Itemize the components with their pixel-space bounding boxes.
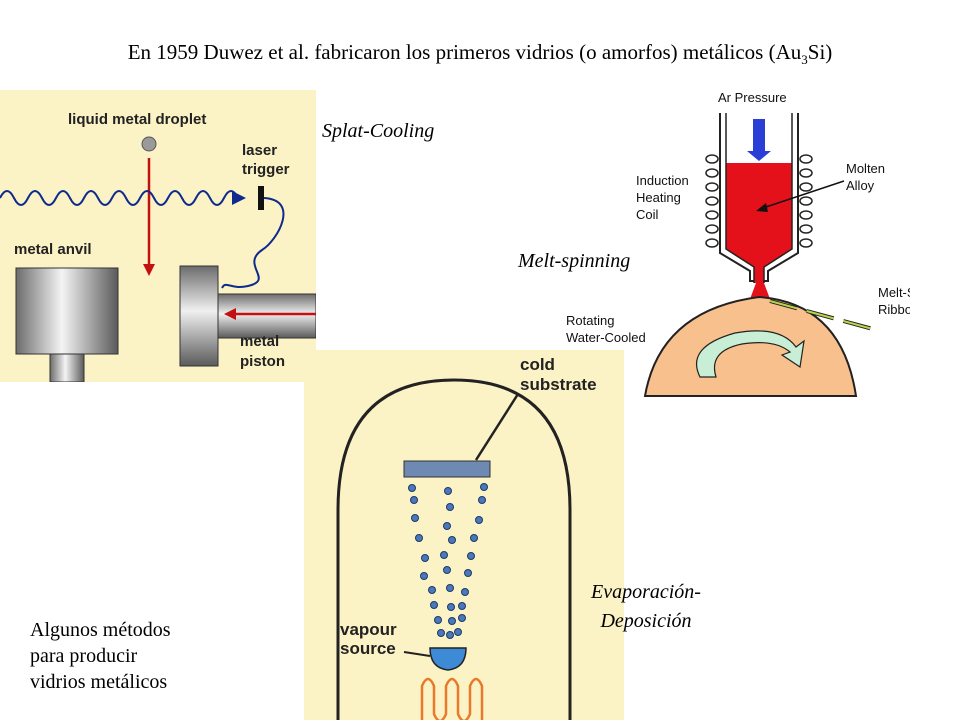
ar-arrow-shaft [753,119,765,153]
rotation-arrow [695,330,805,378]
ribbon-label-1: Melt-Spun [878,285,910,300]
caption-splat-cooling: Splat-Cooling [322,120,435,142]
ar-pressure-label: Ar Pressure [718,90,787,105]
piston-arrowhead [224,308,236,320]
splat-cooling-diagram: liquid metal droplet laser trigger metal… [0,90,316,382]
laser-trigger-icon [258,186,264,210]
evaporation-deposition-diagram: cold substrate vapour source [304,350,624,720]
panel-background [304,350,624,720]
metal-anvil [15,267,119,355]
droplet-label: liquid metal droplet [68,111,206,128]
cooling-wheel [643,295,858,397]
heater-coil [420,677,484,720]
coil-label-1: Induction [636,173,689,188]
molten-alloy [726,163,792,283]
wheel-label-2: Water-Cooled [566,330,646,345]
laser-label-1: laser [242,142,277,159]
droplet [141,136,157,152]
ribbon-label-2: Ribbon [878,302,910,317]
piston-label-2: piston [240,353,285,370]
alloy-label-2: Alloy [846,178,875,193]
bottom-note-line-1: Algunos métodos [30,619,171,641]
vapour-particles [408,483,488,639]
alloy-pointer [759,180,845,210]
source-label-2: source [340,639,396,658]
bottom-note-line-2: para producir [30,645,138,667]
trigger-cable [221,197,285,289]
melt-spinning-diagram: Ar Pressure Induction Heating Coil Molte… [566,90,910,397]
source-label-1: vapour [340,620,397,639]
metal-piston-head [179,265,219,367]
melt-spun-ribbon-inner [769,300,881,332]
laser-wave [0,190,239,206]
vapour-source-crucible [429,647,467,671]
substrate-label-1: cold [520,355,555,374]
piston-label-1: metal [240,333,279,350]
ar-arrowhead [747,151,771,161]
laser-label-2: trigger [242,161,290,178]
substrate-pointer [474,393,520,461]
induction-coil [705,154,813,248]
alloy-label-1: Molten [846,161,885,176]
alloy-pointer-head [756,203,768,212]
anvil-label: metal anvil [14,241,92,258]
anvil-stem [49,353,85,382]
page-title: En 1959 Duwez et al. fabricaron los prim… [127,40,833,68]
caption-melt-spinning: Melt-spinning [518,250,631,272]
bottom-note: Algunos métodos para producir vidrios me… [30,617,171,695]
wheel-label-1: Rotating [566,313,614,328]
source-pointer [403,651,431,657]
substrate-label-2: substrate [520,375,597,394]
coil-label-3: Coil [636,207,659,222]
vacuum-bell-jar [336,378,572,720]
bottom-note-line-3: vidrios metálicos [30,671,168,693]
coil-label-2: Heating [636,190,681,205]
fall-arrowhead [143,264,155,276]
cold-substrate [403,460,491,478]
laser-arrowhead [232,191,246,205]
caption-evaporation: Evaporación-Deposición [591,581,701,632]
crucible-inner [725,113,793,283]
melt-jet [750,283,770,299]
